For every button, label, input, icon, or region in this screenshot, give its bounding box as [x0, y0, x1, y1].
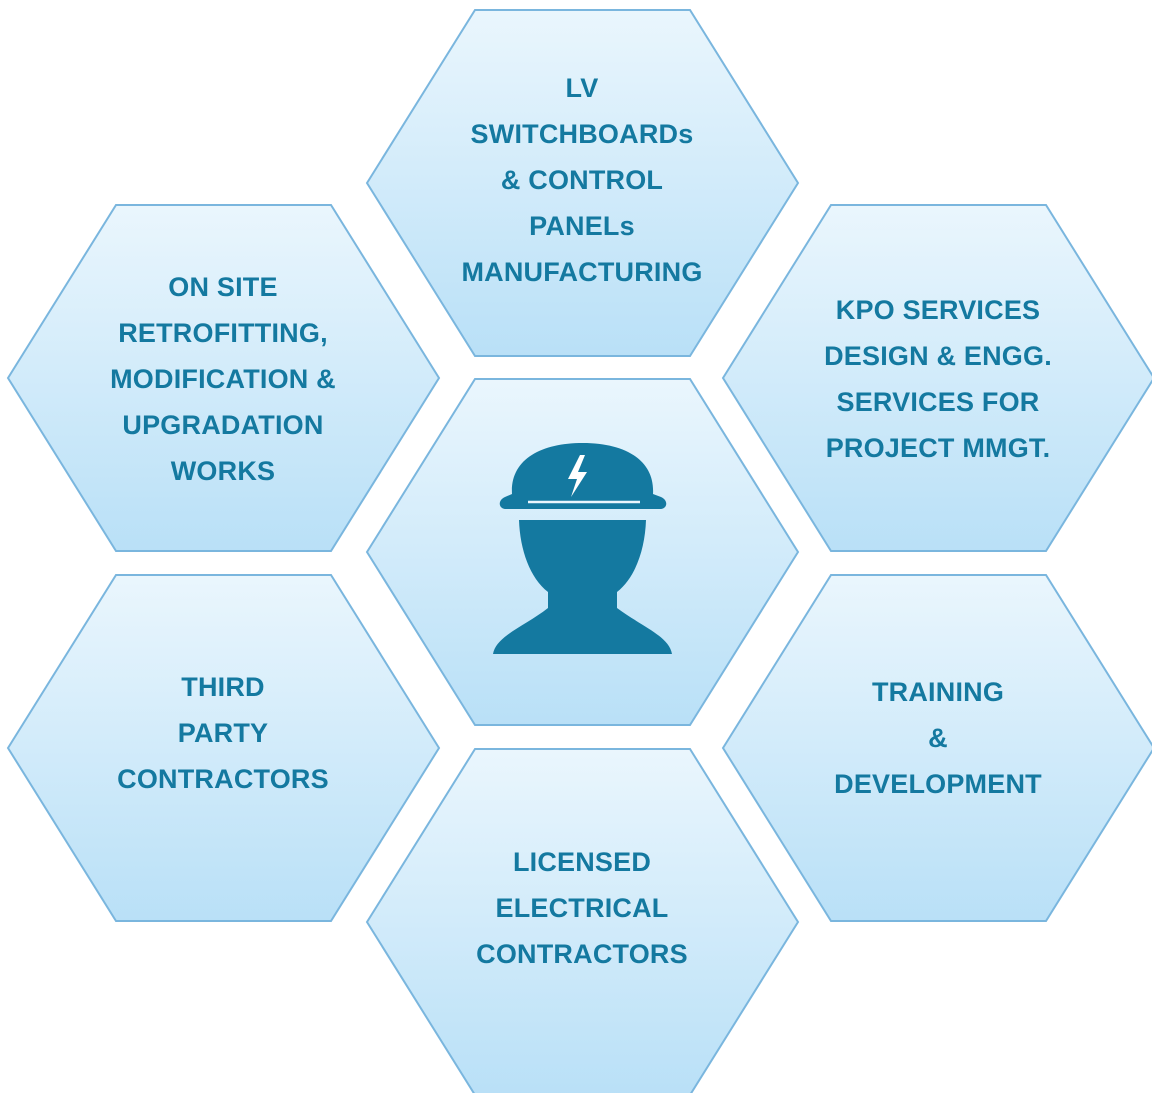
hex-label-line: PANELs — [529, 211, 635, 241]
hex-label-top: LV SWITCHBOARDs & CONTROL PANELs MANUFAC… — [432, 60, 732, 300]
hex-label-line: CONTRACTORS — [476, 939, 688, 969]
hex-label-line: THIRD — [181, 672, 265, 702]
hex-label-line: & CONTROL — [500, 165, 664, 195]
hex-label-line: PROJECT MMGT. — [825, 433, 1051, 463]
hex-label-line: LICENSED — [512, 847, 652, 877]
hex-label-line: MANUFACTURING — [461, 257, 703, 287]
hex-label-line: ON SITE — [168, 272, 278, 302]
hex-label-line: & — [928, 723, 948, 753]
hexagon-top — [365, 9, 800, 357]
hex-label-line: MODIFICATION & — [110, 364, 336, 394]
hex-label-bottom: LICENSED ELECTRICAL CONTRACTORS — [432, 838, 732, 978]
hex-label-line: DESIGN & ENGG. — [824, 341, 1052, 371]
hex-label-upper-left: ON SITE RETROFITTING, MODIFICATION & UPG… — [73, 264, 373, 494]
worker-with-hard-hat-icon — [493, 443, 672, 654]
hexagon-lower-left — [6, 574, 441, 922]
hex-label-line: RETROFITTING, — [118, 318, 328, 348]
hex-label-line: LV — [565, 73, 599, 103]
hex-label-line: WORKS — [170, 456, 276, 486]
hex-label-lower-right: TRAINING & DEVELOPMENT — [788, 668, 1088, 808]
lightning-bolt-icon — [568, 455, 587, 497]
hex-label-lower-left: THIRD PARTY CONTRACTORS — [73, 663, 373, 803]
hexagon-upper-right — [721, 204, 1152, 552]
hex-label-line: KPO SERVICES — [835, 295, 1041, 325]
hex-label-line: SWITCHBOARDs — [470, 119, 694, 149]
hex-label-upper-right: KPO SERVICES DESIGN & ENGG. SERVICES FOR… — [788, 284, 1088, 474]
hex-label-line: TRAINING — [871, 677, 1005, 707]
hex-label-line: ELECTRICAL — [495, 893, 669, 923]
hex-label-line: CONTRACTORS — [117, 764, 329, 794]
hexagon-upper-left — [6, 204, 441, 552]
hex-label-line: UPGRADATION — [122, 410, 324, 440]
hexagon-bottom — [365, 748, 800, 1093]
hex-label-line: PARTY — [177, 718, 269, 748]
hex-label-line: DEVELOPMENT — [834, 769, 1042, 799]
hex-label-line: SERVICES FOR — [836, 387, 1040, 417]
hexagon-lower-right — [721, 574, 1152, 922]
